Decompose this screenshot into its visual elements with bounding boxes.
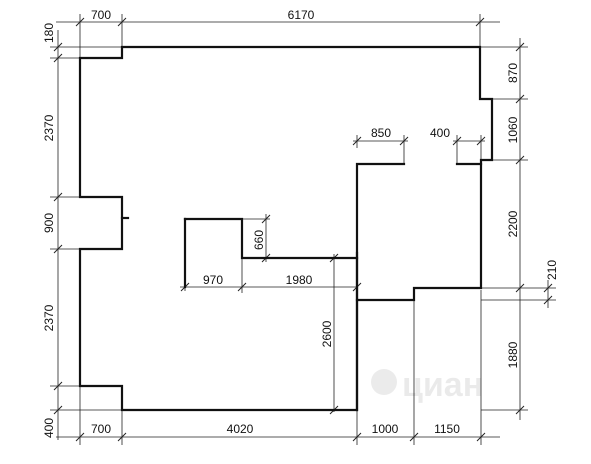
top-dim-6170: 6170 bbox=[288, 8, 315, 22]
left-dim-180: 180 bbox=[42, 23, 56, 43]
dimension-lines bbox=[50, 14, 556, 445]
right-dim-1880: 1880 bbox=[506, 341, 520, 368]
ledge-width-label: 1980 bbox=[286, 273, 313, 287]
watermark-text: циан bbox=[402, 366, 483, 404]
left-dim-900: 900 bbox=[42, 213, 56, 233]
bottom-dimensions: 700 4020 1000 1150 bbox=[91, 422, 460, 436]
bottom-dim-4020: 4020 bbox=[227, 422, 254, 436]
niche-left-width-label: 850 bbox=[371, 126, 391, 140]
right-dim-870: 870 bbox=[506, 63, 520, 83]
left-dim-400: 400 bbox=[42, 418, 56, 438]
column-height-label: 2600 bbox=[320, 320, 334, 347]
box-height-label: 660 bbox=[252, 230, 266, 250]
right-dimensions: 870 1060 2200 210 1880 bbox=[506, 63, 559, 369]
box-width-label: 970 bbox=[203, 273, 223, 287]
watermark: циан bbox=[371, 366, 483, 404]
right-dim-210: 210 bbox=[545, 260, 559, 280]
left-dim-2370-top: 2370 bbox=[42, 114, 56, 141]
top-dimensions: 700 6170 bbox=[91, 8, 315, 22]
right-dim-1060: 1060 bbox=[506, 116, 520, 143]
left-dim-2370-bottom: 2370 bbox=[42, 304, 56, 331]
right-dim-2200: 2200 bbox=[506, 210, 520, 237]
bottom-dim-1150: 1150 bbox=[434, 422, 460, 436]
top-dim-700: 700 bbox=[91, 8, 111, 22]
bottom-dim-700: 700 bbox=[91, 422, 111, 436]
left-dimensions: 180 2370 900 2370 400 bbox=[42, 23, 56, 438]
walls bbox=[78, 45, 494, 412]
inner-dimensions: 850 400 660 970 1980 2600 bbox=[203, 126, 450, 347]
niche-right-width-label: 400 bbox=[430, 126, 450, 140]
watermark-logo-icon bbox=[371, 369, 397, 395]
bottom-dim-1000: 1000 bbox=[372, 422, 399, 436]
